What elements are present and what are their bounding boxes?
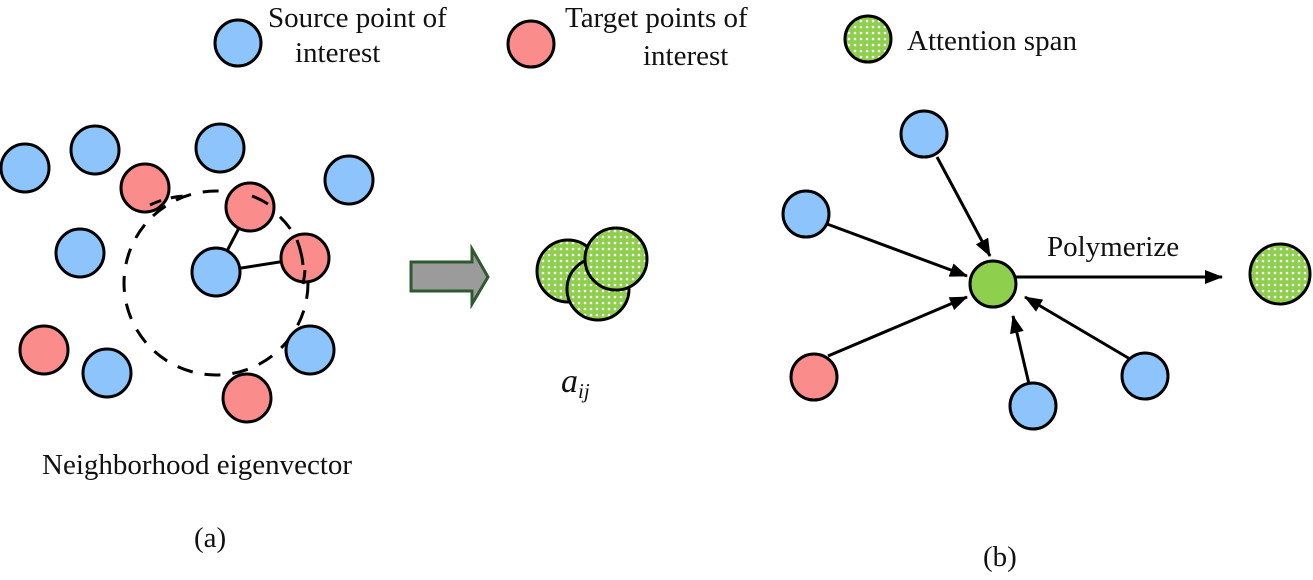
panel-a-nodes: [0, 122, 375, 424]
panel-b-nodes: [781, 109, 1170, 431]
incoming-edge: [827, 295, 968, 358]
attention-span-icon: [843, 14, 893, 64]
source-point-node: [69, 124, 121, 176]
incoming-edge: [1024, 295, 1131, 361]
source-point-node: [899, 109, 949, 159]
attention-span-output-node: [1248, 242, 1312, 306]
legend-target-label-line1: Target points of: [565, 2, 748, 34]
legend-item-attention: Attention span: [843, 14, 1077, 64]
source-point-node: [284, 324, 336, 376]
source-point-icon: [213, 18, 263, 68]
attention-cluster: [535, 226, 649, 322]
block-right-arrow-icon: [409, 243, 490, 310]
source-point-node: [323, 154, 375, 206]
coefficient-symbol: a: [561, 363, 578, 400]
panel-a-caption: Neighborhood eigenvector: [42, 449, 352, 481]
legend: Source point of interest Target points o…: [213, 2, 1077, 72]
target-point-node: [279, 232, 331, 284]
coefficient-subscript: ij: [578, 379, 590, 403]
panel-a: Neighborhood eigenvector (a): [0, 122, 375, 554]
source-point-node: [1120, 351, 1170, 401]
source-point-node: [1008, 381, 1058, 431]
source-point-node: [194, 122, 246, 174]
target-point-node: [18, 324, 70, 376]
source-point-node: [0, 142, 51, 194]
panel-b: Polymerize (b): [781, 109, 1312, 573]
source-point-node: [54, 227, 106, 279]
target-point-icon: [506, 19, 556, 69]
legend-source-label-line1: Source point of: [268, 2, 447, 34]
polymerize-label: Polymerize: [1047, 231, 1179, 263]
source-point-node: [81, 347, 133, 399]
legend-source-label-line2: interest: [295, 37, 380, 69]
panel-a-label: (a): [194, 522, 226, 554]
legend-attention-label: Attention span: [907, 25, 1077, 57]
boundary-overlay: [295, 239, 305, 266]
attention-coefficient-label: aij: [561, 363, 590, 403]
boundary-overlay: [251, 194, 269, 206]
incoming-edge: [826, 222, 968, 278]
boundary-overlay: [301, 269, 307, 285]
transition: aij: [409, 226, 649, 403]
legend-item-source: Source point of interest: [213, 2, 447, 69]
incoming-edge: [935, 156, 992, 257]
target-point-node: [224, 181, 276, 233]
target-point-node: [119, 162, 171, 214]
boundary-overlay: [149, 194, 186, 207]
aggregation-node: [968, 259, 1018, 309]
incoming-edge: [1010, 315, 1031, 385]
target-point-node: [221, 372, 273, 424]
source-point-node: [781, 189, 831, 239]
source-point-node: [190, 246, 242, 298]
attention-span-node: [583, 226, 649, 292]
target-point-node: [789, 352, 839, 402]
legend-item-target: Target points of interest: [506, 2, 748, 72]
panel-b-label: (b): [983, 541, 1017, 573]
legend-target-label-line2: interest: [643, 40, 728, 72]
